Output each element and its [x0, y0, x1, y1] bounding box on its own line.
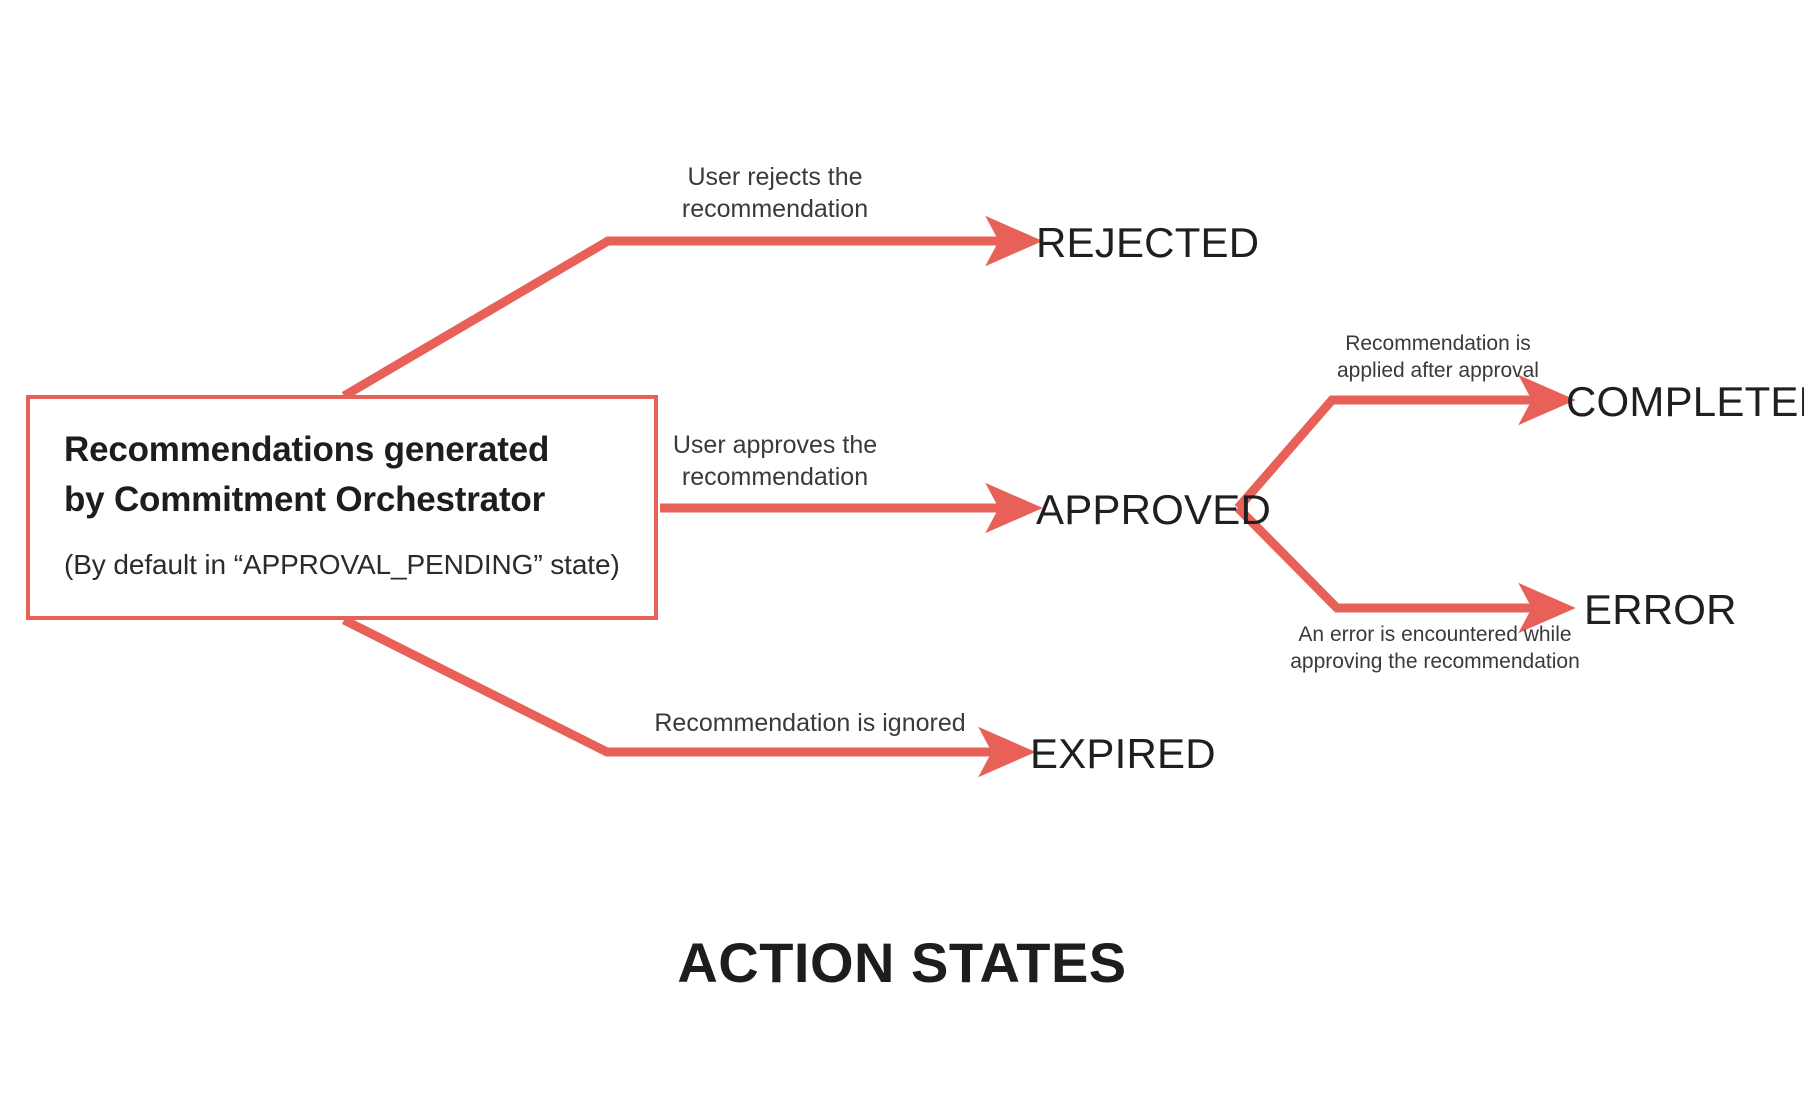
state-label-completed: COMPLETED [1566, 378, 1804, 425]
edge-label-to-error: An error is encountered while approving … [1290, 623, 1580, 673]
diagram-title: ACTION STATES [677, 931, 1127, 994]
state-label-error: ERROR [1584, 586, 1737, 633]
edge-to-expired [341, 615, 1036, 778]
source-node-title: Recommendations generated by Commitment … [64, 430, 550, 519]
state-label-approved: APPROVED [1036, 486, 1271, 533]
edge-label-to-rejected: User rejects the recommendation [681, 163, 869, 223]
state-label-rejected: REJECTED [1036, 219, 1260, 266]
edge-to-rejected [341, 215, 1043, 400]
edge-to-error [1234, 504, 1576, 634]
edge-label-to-approved: User approves the recommendation [672, 431, 878, 491]
source-node: Recommendations generated by Commitment … [26, 395, 658, 620]
edge-label-to-completed: Recommendation is applied after approval [1337, 332, 1539, 382]
edge-label-to-expired: Recommendation is ignored [654, 709, 966, 737]
edge-to-completed [1234, 374, 1576, 511]
state-label-expired: EXPIRED [1030, 730, 1216, 777]
source-node-subtitle: (By default in “APPROVAL_PENDING” state) [64, 549, 620, 581]
